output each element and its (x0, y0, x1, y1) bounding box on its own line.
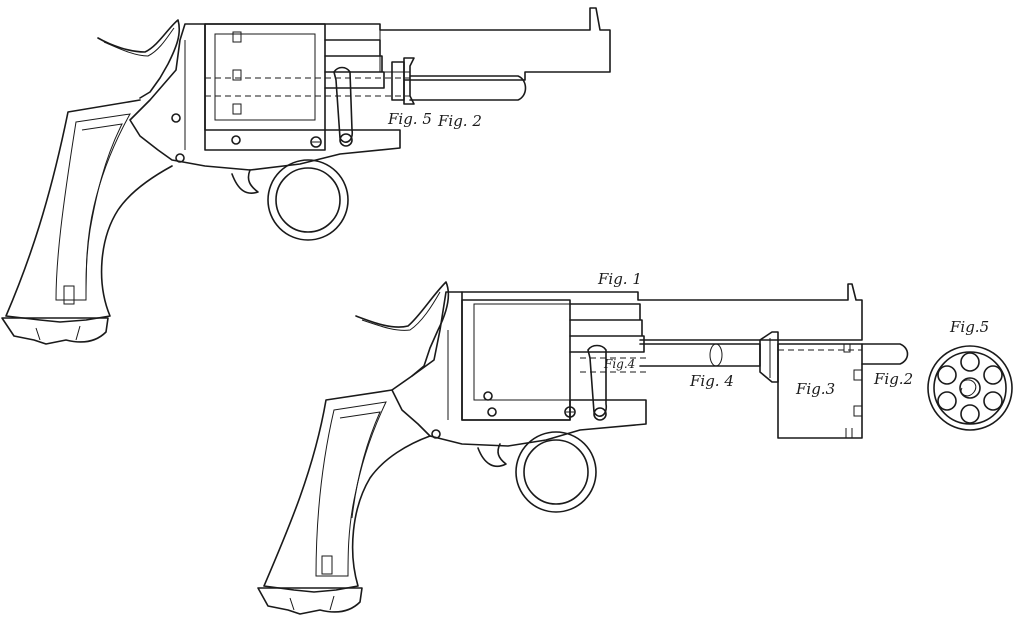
label-fig2-lower: Fig.2 (873, 370, 913, 388)
label-fig5-right: Fig.5 (949, 318, 989, 336)
label-fig3: Fig.3 (795, 380, 835, 398)
label-fig5-upper: Fig. 5 (387, 110, 432, 128)
revolver-fig2 (1, 7, 611, 345)
label-fig4-lower: Fig.4 (603, 357, 635, 371)
label-fig2-upper: Fig. 2 (437, 112, 482, 130)
cylinder-end-view-fig5 (927, 345, 1013, 431)
label-fig1: Fig. 1 (597, 270, 642, 288)
label-fig4: Fig. 4 (689, 372, 734, 390)
revolver-fig1 (257, 281, 863, 615)
cylinder-fig3 (777, 343, 909, 439)
